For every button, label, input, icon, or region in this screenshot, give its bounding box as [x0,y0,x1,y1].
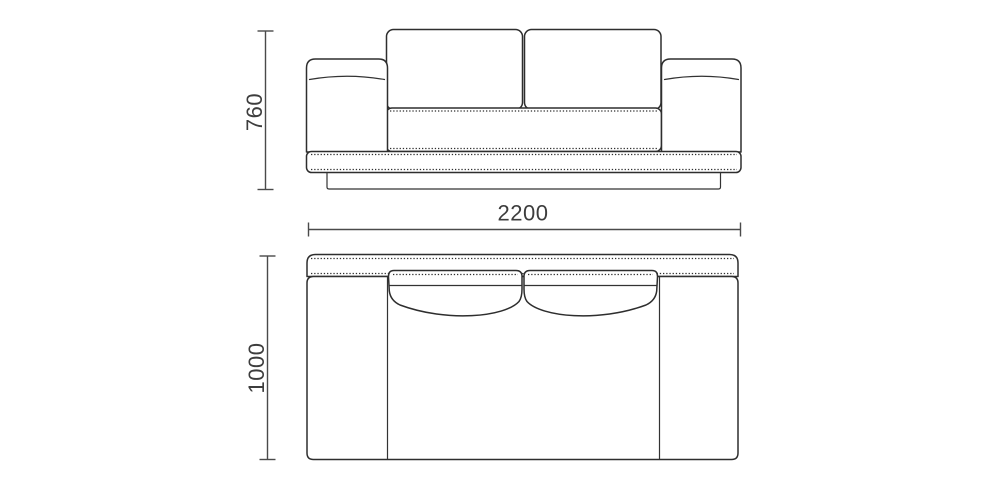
depth-dimension-label: 1000 [244,343,269,394]
front-view [305,28,742,190]
height-dimension-label: 760 [242,93,267,131]
front-base-rail [305,150,742,174]
width-dimension: 2200 [307,201,742,237]
top-view [306,253,739,461]
top-body [306,275,739,461]
top-back-cushion-left [387,269,523,317]
front-seat-band [385,107,663,153]
height-dimension: 760 [242,30,274,191]
front-armrest-left-cushion-curve [308,75,386,81]
width-dimension-label: 2200 [498,201,549,226]
top-back-cushion-right [523,269,659,317]
front-plinth [326,171,722,190]
front-armrest-right-cushion-curve [663,75,740,81]
front-back-cushion-left [385,28,524,111]
front-armrest-left [305,58,389,153]
front-back-cushion-right [523,28,662,111]
depth-dimension: 1000 [244,255,276,461]
front-armrest-right [660,58,742,153]
